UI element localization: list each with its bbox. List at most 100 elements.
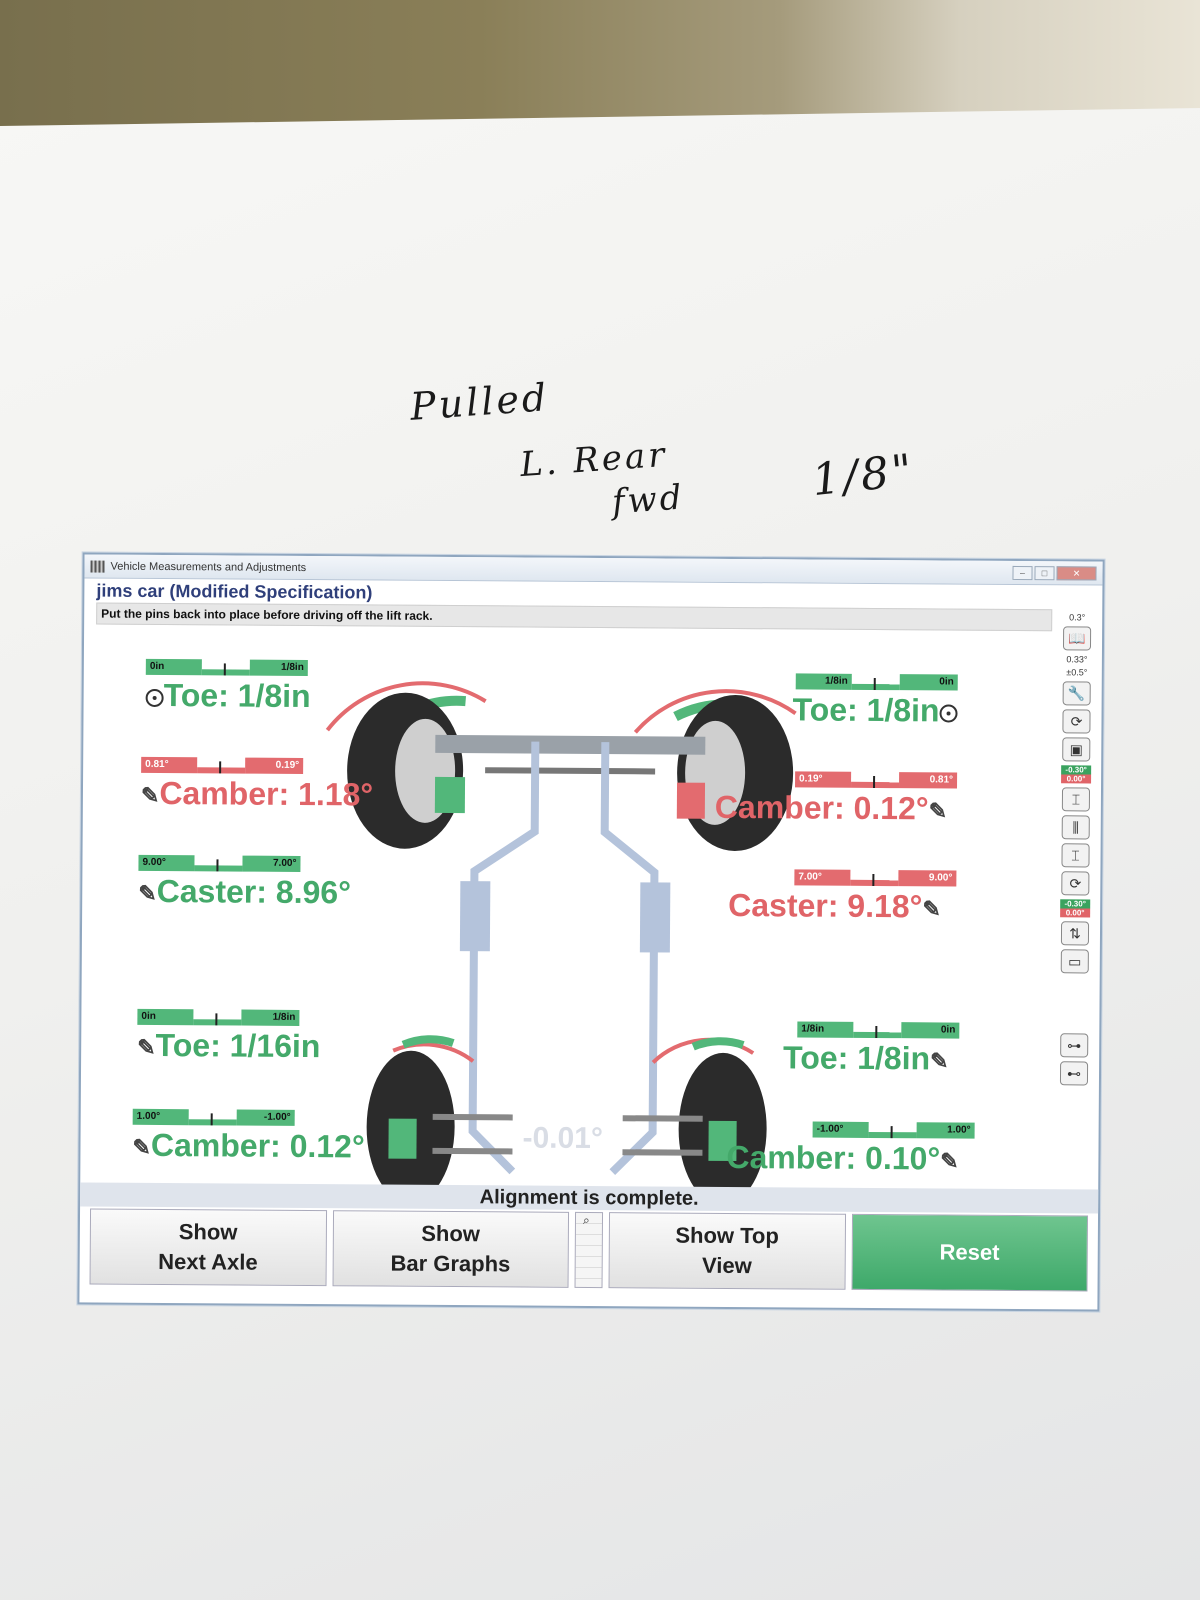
bar-min-label: 9.00° [138,854,195,872]
chip-bottom-value: 0.00° [1065,908,1085,918]
window-controls: – □ ✕ [1012,565,1097,581]
front-right-caster-bar: 7.00° 9.00° [794,869,957,887]
shims-icon[interactable]: ⫼ [1061,815,1090,840]
rear-right-link-upper [622,1115,703,1122]
bar-min-label: 1/8in [795,673,852,690]
reset-button[interactable]: Reset [851,1213,1089,1292]
bar-max-label: 7.00° [242,855,301,872]
sidebar-toolbar: 0.3° 📖 0.33° ±0.5° 🔧 ⟳ ▣ -0.30°0.00° ⌶ ⫼… [1054,609,1096,1209]
alignment-window: Vehicle Measurements and Adjustments – □… [77,552,1105,1312]
adjust-wrench-icon[interactable]: ✎ [922,895,941,921]
exhaust-right [600,742,659,1176]
adjust-wrench-icon[interactable]: ✎ [930,1047,949,1074]
axle-icon[interactable]: ⌶ [1061,787,1091,812]
spec-book-icon[interactable]: 📖 [1062,626,1092,651]
rear-left-toe: 0in 1/8in ✎Toe: 1/16in [137,1008,321,1065]
front-left-toe: 0in 1/8in Toe: 1/8in [145,658,311,715]
bar-min-label: 0in [145,658,202,676]
rotate-icon[interactable]: ⟳ [1061,871,1090,896]
exhaust-left [468,741,540,1175]
front-right-camber: 0.19° 0.81° Camber: 0.12°✎ [715,771,958,827]
sidebar-chip-1: -0.30°0.00° [1061,765,1092,784]
front-right-toe-label: Toe: 1/8in [792,691,940,729]
bar-max-label: 1/8in [241,1009,300,1026]
bar-min-label: 0in [137,1008,194,1026]
rear-left-camber-bar: 1.00° -1.00° [132,1108,295,1126]
front-left-caster-label: Caster: 8.96° [156,872,352,911]
rear-right-camber-bar: -1.00° 1.00° [812,1121,975,1139]
sidebar-chip-2: -0.30°0.00° [1060,899,1091,918]
rear-right-camber-label: Camber: 0.10° [726,1138,941,1177]
steering-wheel-icon[interactable]: ⟳ [1062,709,1091,734]
bar-max-label: -1.00° [236,1109,295,1126]
bar-max-label: 1/8in [249,659,308,677]
adjust-wrench-icon[interactable]: ✎ [137,1034,156,1060]
front-left-toe-bar: 0in 1/8in [145,658,308,677]
front-left-camber-arc [325,681,487,732]
adjust-wrench-icon[interactable]: ✎ [928,797,948,824]
bar-min-label: 1.00° [132,1108,189,1126]
show-bar-graphs-button[interactable]: Show Bar Graphs [332,1210,570,1288]
rear-left-link-upper [432,1113,513,1121]
rear-right-link-lower [622,1149,703,1156]
sidebar-top-value: 0.3° [1069,612,1086,623]
adjust-wrench-icon[interactable]: ✎ [138,880,157,906]
adjust-wrench-icon[interactable]: ✎ [140,782,160,808]
rear-right-toe-arc [691,1037,745,1051]
rear-right-camber: -1.00° 1.00° Camber: 0.10°✎ [726,1121,975,1178]
thrust-angle-value: -0.01° [522,1121,604,1156]
rear-left-link-lower [432,1147,513,1155]
rear-left-camber-label: Camber: 0.12° [150,1126,365,1165]
chip-top-value: -0.30° [1065,765,1087,775]
front-right-camber-arc [633,689,797,734]
rear-axle-icon[interactable]: ⊷ [1059,1061,1089,1086]
close-icon[interactable]: ✕ [1056,565,1097,581]
wrench-icon[interactable]: 🔧 [1062,681,1091,706]
front-axle-icon[interactable]: ⊶ [1060,1033,1089,1058]
front-right-camber-bar: 0.19° 0.81° [795,771,958,789]
front-right-toe-bar: 1/8in 0in [795,673,958,691]
bar-min-label: 0.19° [795,771,852,788]
chip-bottom-value: 0.00° [1066,774,1086,784]
wheel-lock-icon[interactable] [145,688,164,707]
adjust-wrench-icon[interactable]: ✎ [940,1147,959,1174]
lift-icon[interactable]: ⇅ [1060,921,1090,946]
front-right-caster: 7.00° 9.00° Caster: 9.18°✎ [728,869,957,925]
muffler-left [459,881,491,952]
app-icon [90,559,105,573]
axle-diagram [325,681,797,1192]
sidebar-spec-value: 0.33° [1066,654,1088,665]
show-top-view-button[interactable]: Show Top View [608,1212,846,1290]
front-left-camber: 0.81° 0.19° ✎Camber: 1.18° [140,756,374,814]
bar-min-label: -1.00° [812,1121,869,1138]
front-left-caster: 9.00° 7.00° ✎Caster: 8.96° [138,854,352,911]
rear-left-toe-label: Toe: 1/16in [155,1026,321,1065]
gauge-icon[interactable]: ▣ [1062,737,1091,762]
front-crossmember [435,734,706,755]
rear-left-camber: 1.00° -1.00° ✎Camber: 0.12° [132,1108,365,1166]
button-bar: Show Next Axle Show Bar Graphs Show Top … [89,1208,1089,1292]
rear-left-toe-bar: 0in 1/8in [137,1008,300,1026]
alignment-stage: 0in 1/8in Toe: 1/8in 0.81° 0.19° ✎Camber… [92,628,1041,1192]
zoom-scrollbar[interactable] [574,1211,604,1289]
bar-min-label: 7.00° [794,869,851,886]
front-left-camber-bar: 0.81° 0.19° [141,756,304,774]
show-next-axle-button[interactable]: Show Next Axle [89,1208,327,1287]
wheel-lock-icon[interactable] [939,703,958,723]
header: jims car (Modified Specification) Put th… [84,578,1102,635]
minimize-icon[interactable]: – [1012,565,1033,580]
window-title: Vehicle Measurements and Adjustments [110,560,307,574]
bar-min-label: 1/8in [797,1021,854,1038]
adjust-wrench-icon[interactable]: ✎ [132,1134,152,1160]
vehicle-icon[interactable]: ▭ [1060,949,1089,974]
bar-max-label: 0.81° [899,772,958,789]
front-right-toe: 1/8in 0in Toe: 1/8in [792,673,958,729]
sidebar-spec-tolerance: ±0.5° [1066,667,1088,678]
muffler-right [639,882,671,953]
front-right-caster-label: Caster: 9.18° [728,886,923,925]
maximize-icon[interactable]: □ [1034,565,1055,580]
bar-min-label: 0.81° [141,756,198,774]
front-right-camber-label: Camber: 0.12° [714,788,929,827]
axle-view-icon[interactable]: ⌶ [1061,843,1090,868]
bar-max-label: 0.19° [245,757,304,774]
